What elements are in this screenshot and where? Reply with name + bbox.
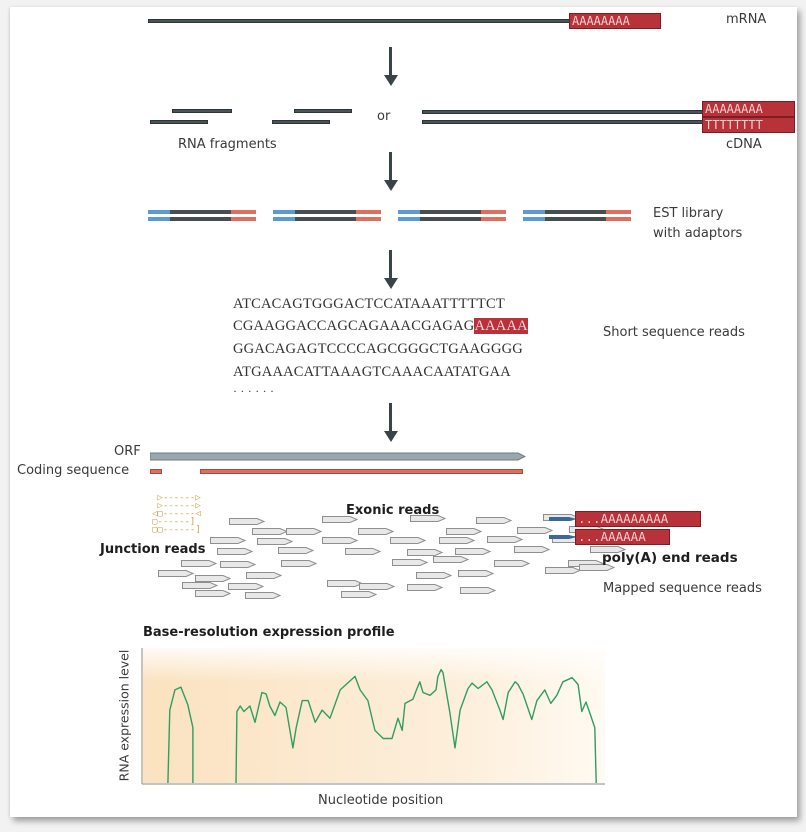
cdna-polya: AAAAAAAA bbox=[702, 101, 795, 117]
exonic-read bbox=[487, 536, 523, 543]
exonic-read bbox=[322, 537, 358, 544]
chart-title: Base-resolution expression profile bbox=[143, 625, 395, 640]
exonic-read bbox=[514, 546, 550, 553]
exonic-read bbox=[252, 528, 288, 535]
sequence-read-line: CGAAGGACCAGCAGAAACGAGAGAAAAA bbox=[233, 318, 528, 335]
exonic-read bbox=[439, 537, 475, 544]
exonic-read bbox=[410, 515, 446, 522]
rna-fragment bbox=[272, 120, 330, 124]
exonic-read bbox=[390, 537, 426, 544]
polya-highlight: AAAAA bbox=[474, 318, 528, 334]
sequence-read-line: GGACAGAGTCCCCAGCGGGCTGAAGGGG bbox=[233, 341, 523, 358]
exonic-read bbox=[590, 546, 626, 553]
polya-end-read: ...AAAAAA bbox=[575, 529, 670, 545]
exonic-read bbox=[245, 592, 281, 599]
exonic-read bbox=[494, 560, 530, 567]
down-arrow-icon bbox=[384, 403, 398, 443]
exonic-read bbox=[210, 537, 246, 544]
est-fragment bbox=[148, 210, 256, 221]
mrna-label: mRNA bbox=[726, 12, 767, 27]
exonic-read bbox=[476, 517, 512, 524]
exonic-read bbox=[195, 575, 231, 582]
expression-trace-1 bbox=[167, 686, 194, 784]
exonic-read bbox=[407, 584, 443, 591]
or-label: or bbox=[377, 109, 391, 124]
exonic-read bbox=[181, 560, 217, 567]
coding-exon bbox=[150, 469, 162, 474]
exonic-read bbox=[392, 559, 428, 566]
exonic-read bbox=[327, 580, 363, 587]
rna-fragment bbox=[172, 109, 232, 113]
sequence-ellipsis: · · · · · · bbox=[233, 384, 275, 398]
exonic-read bbox=[229, 518, 265, 525]
rna-fragment bbox=[150, 120, 208, 124]
polya-end-read: ...AAAAAAAAA bbox=[575, 511, 701, 527]
cdna-polyt: TTTTTTTT bbox=[702, 117, 795, 133]
exonic-read bbox=[228, 583, 264, 590]
sequence-text: ATCACAGTGGGACTCCATAAATTTTTCT bbox=[233, 296, 505, 312]
chart-xlabel: Nucleotide position bbox=[318, 793, 444, 808]
exonic-read bbox=[359, 583, 395, 590]
exonic-read bbox=[545, 567, 581, 574]
exonic-read bbox=[517, 527, 553, 534]
exonic-read bbox=[460, 587, 496, 594]
sequence-text: CGAAGGACCAGCAGAAACGAGAG bbox=[233, 318, 475, 334]
exonic-read bbox=[446, 528, 482, 535]
exonic-read bbox=[579, 564, 615, 571]
polya-read-anchor-icon bbox=[549, 517, 577, 539]
exonic-read bbox=[246, 572, 282, 579]
down-arrow-icon bbox=[384, 152, 398, 192]
exonic-read bbox=[281, 560, 317, 567]
exonic-read bbox=[158, 570, 194, 577]
est-library-label: EST library bbox=[653, 206, 724, 221]
est-fragment bbox=[398, 210, 506, 221]
exonic-read bbox=[195, 590, 231, 597]
exonic-read bbox=[345, 548, 381, 555]
exonic-read bbox=[220, 561, 256, 568]
junction-reads-icon: ▷------▷ ▷------▷◁▢------◁▢------]▢▢----… bbox=[152, 493, 201, 535]
exonic-read bbox=[433, 556, 469, 563]
exonic-read bbox=[407, 549, 443, 556]
sequence-read-line: ATCACAGTGGGACTCCATAAATTTTTCT bbox=[233, 296, 505, 313]
exonic-read bbox=[278, 547, 314, 554]
down-arrow-icon bbox=[384, 250, 398, 290]
mrna-polya-tail: AAAAAAAA bbox=[569, 13, 661, 29]
polya-end-reads-label: poly(A) end reads bbox=[602, 550, 738, 566]
cdna-label: cDNA bbox=[726, 137, 762, 152]
exonic-read bbox=[217, 548, 253, 555]
mapped-reads-label: Mapped sequence reads bbox=[603, 581, 762, 596]
exonic-read bbox=[341, 591, 377, 598]
expression-trace-2 bbox=[235, 668, 597, 784]
exonic-read bbox=[257, 538, 293, 545]
exonic-read bbox=[286, 528, 322, 535]
rna-fragments-label: RNA fragments bbox=[178, 137, 277, 152]
est-fragment bbox=[523, 210, 631, 221]
sequence-text: GGACAGAGTCCCCAGCGGGCTGAAGGGG bbox=[233, 341, 523, 357]
exonic-read bbox=[358, 528, 394, 535]
junction-reads-label: Junction reads bbox=[100, 542, 206, 557]
sequence-read-line: ATGAAACATTAAAGTCAAACAATATGAA bbox=[233, 364, 511, 381]
sequence-text: ATGAAACATTAAAGTCAAACAATATGAA bbox=[233, 364, 511, 380]
exonic-read bbox=[458, 570, 494, 577]
exonic-read bbox=[416, 572, 452, 579]
exonic-read bbox=[322, 516, 358, 523]
exonic-read bbox=[182, 582, 218, 589]
coding-sequence-label: Coding sequence bbox=[17, 463, 130, 478]
coding-exon bbox=[200, 469, 523, 474]
exonic-read bbox=[455, 548, 491, 555]
exonic-reads-label: Exonic reads bbox=[346, 503, 440, 518]
orf-bar bbox=[150, 452, 526, 461]
chart-plot-fade bbox=[143, 648, 605, 783]
est-fragment bbox=[273, 210, 381, 221]
est-library-label-2: with adaptors bbox=[653, 226, 743, 241]
short-reads-label: Short sequence reads bbox=[603, 325, 745, 340]
rna-fragment bbox=[294, 109, 352, 113]
down-arrow-icon bbox=[384, 47, 398, 87]
orf-label: ORF bbox=[114, 444, 141, 459]
